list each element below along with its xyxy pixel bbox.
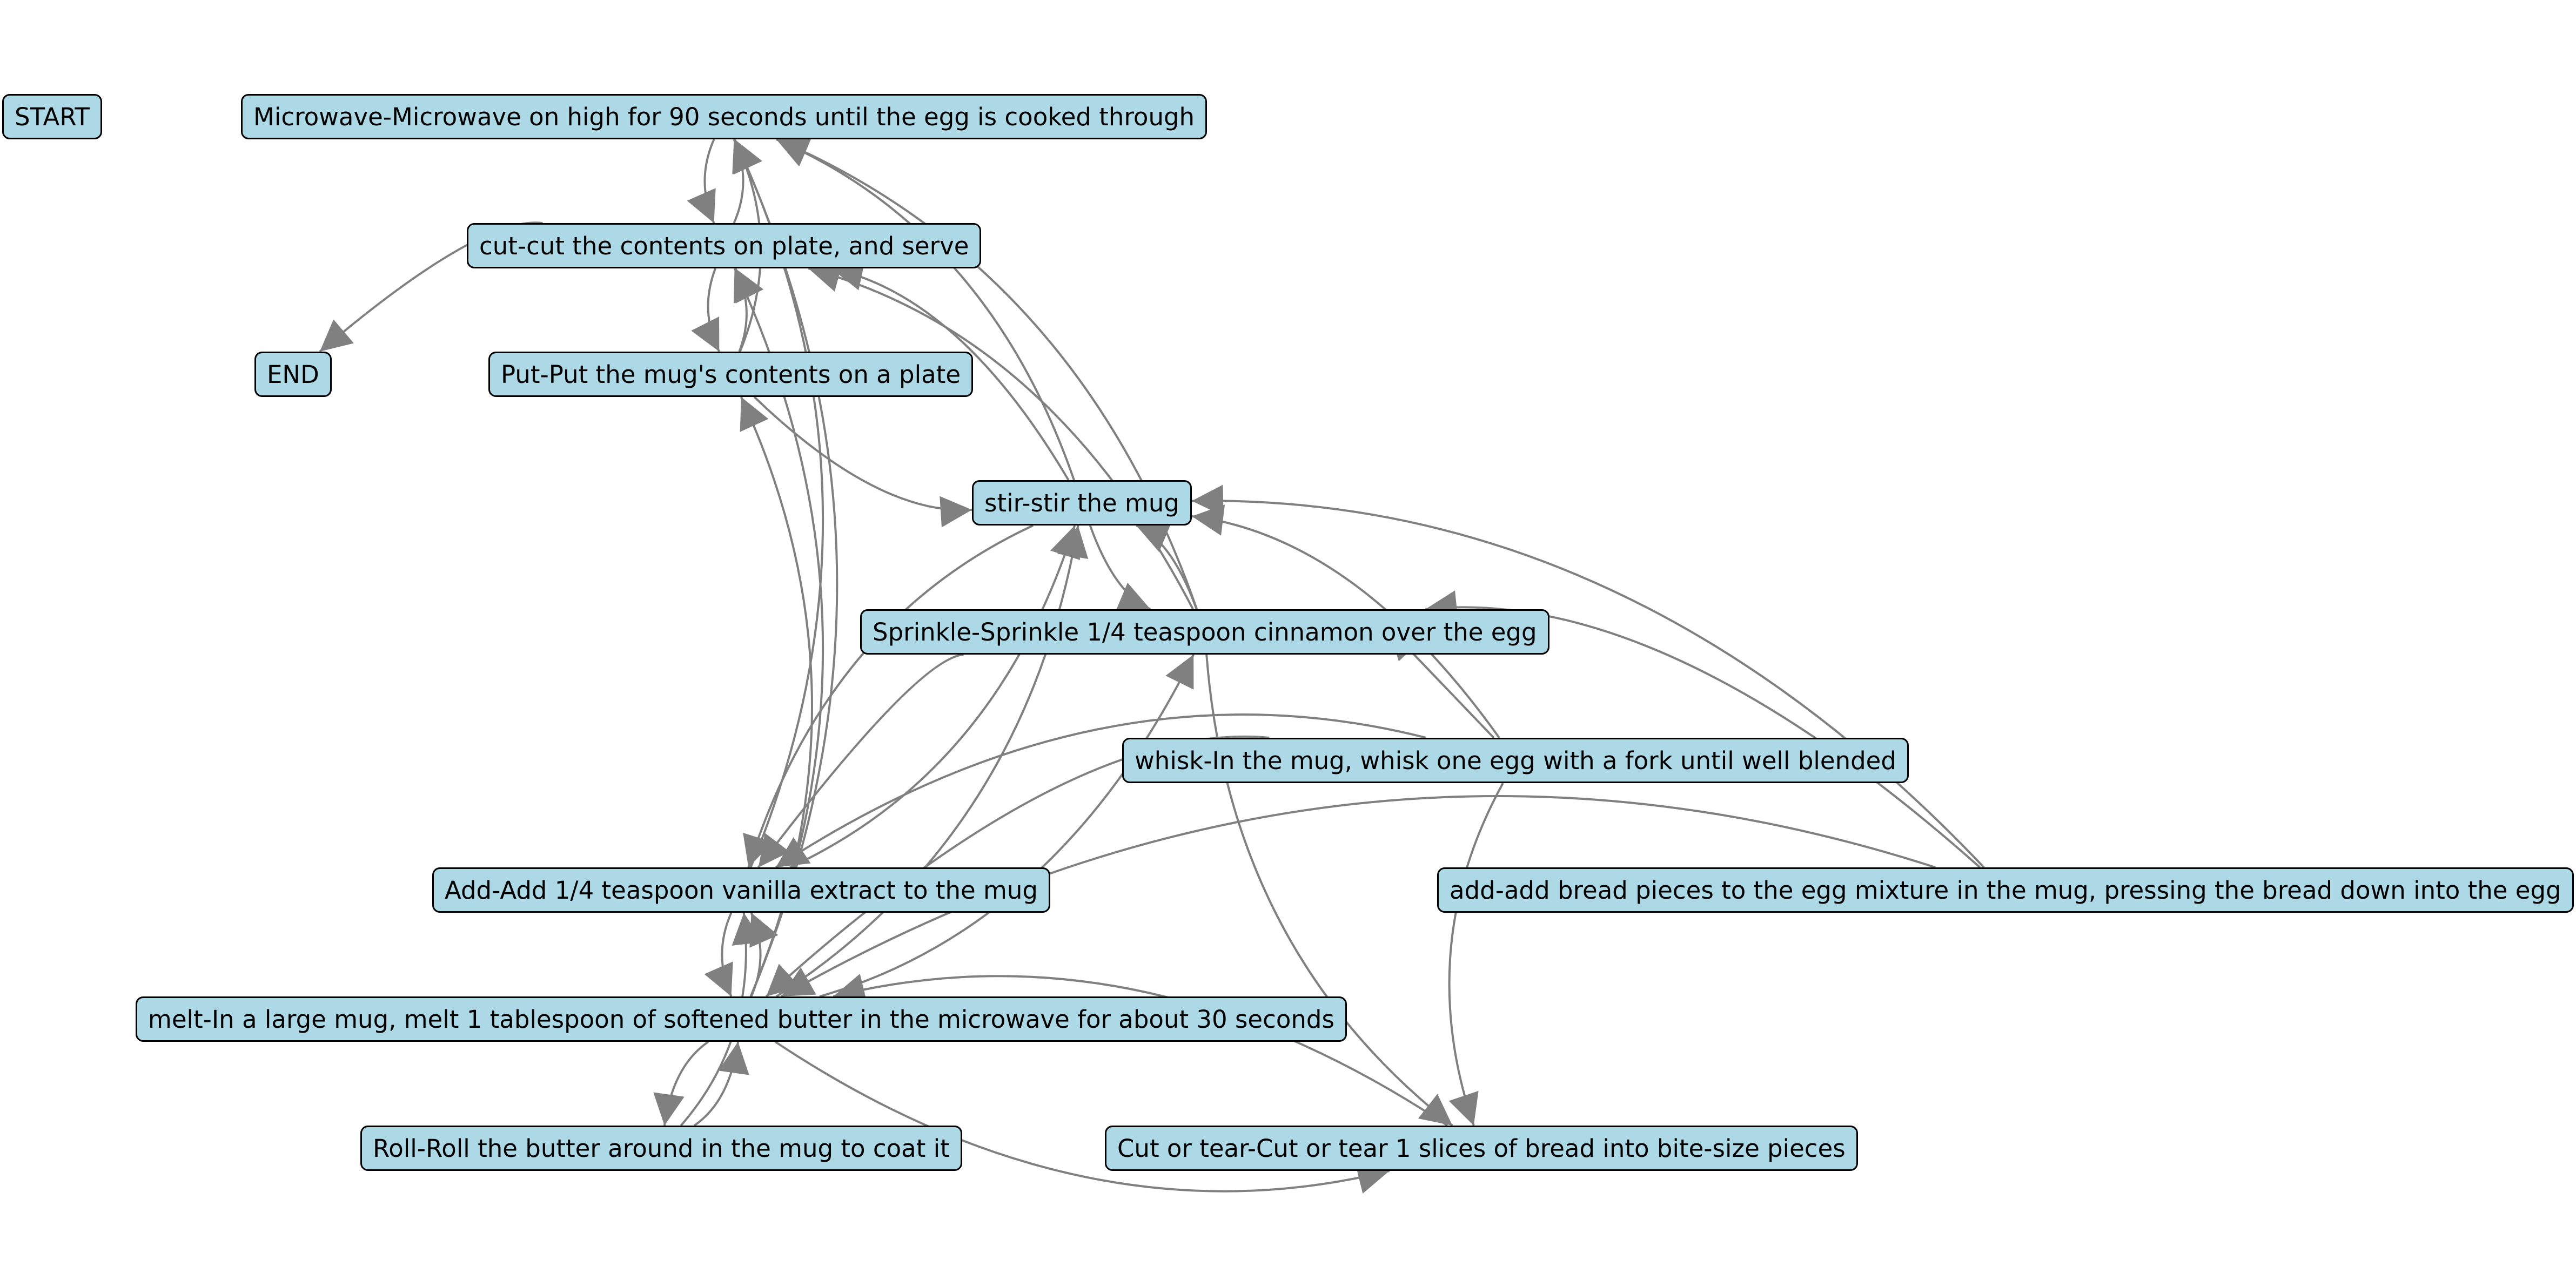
node-whisk-egg[interactable]: whisk-In the mug, whisk one egg with a f… [1122,738,1909,783]
edge-whisk-to-add_vanilla [775,713,1426,868]
edge-sprinkle-to-cut_tear [1205,654,1453,1127]
node-put-on-plate[interactable]: Put-Put the mug's contents on a plate [488,352,974,397]
edge-whisk-to-stir [1191,504,1500,739]
edge-cut-to-put [691,268,721,352]
node-stir[interactable]: stir-stir the mug [972,480,1192,526]
edge-stir-to-sprinkle [1089,525,1151,612]
node-microwave[interactable]: Microwave-Microwave on high for 90 secon… [241,94,1208,139]
node-end[interactable]: END [254,352,332,397]
edge-sprinkle-to-cut [808,261,1194,610]
edge-add_bread-to-sprinkle [1425,590,1981,868]
edge-melt-to-sprinkle [819,654,1195,998]
edge-whisk-to-cut_tear [1448,783,1504,1126]
node-sprinkle-cinnamon[interactable]: Sprinkle-Sprinkle 1/4 teaspoon cinnamon … [860,609,1549,655]
edge-cut_tear-to-melt [833,973,1448,1127]
edge-melt-to-cut_tear [774,1041,1390,1194]
edge-put-to-stir [753,396,972,528]
edge-melt-to-roll [653,1041,709,1126]
edge-microwave-to-cut [687,139,716,224]
edge-roll-to-melt [693,1041,749,1127]
edge-sprinkle-to-add_vanilla [757,654,964,868]
node-melt-butter[interactable]: melt-In a large mug, melt 1 tablespoon o… [136,996,1347,1042]
edge-cut-to-microwave [732,139,761,224]
node-add-vanilla[interactable]: Add-Add 1/4 teaspoon vanilla extract to … [432,867,1050,913]
edge-add_vanilla-to-stir [789,525,1081,868]
edge-sprinkle-to-stir [1136,523,1198,610]
edge-stir-to-cut [831,259,1070,481]
node-cut-serve[interactable]: cut-cut the contents on plate, and serve [467,223,982,268]
edge-stir-to-microwave [776,137,1075,481]
node-roll-butter[interactable]: Roll-Roll the butter around in the mug t… [360,1126,962,1171]
edge-add_vanilla-to-melt [704,912,733,997]
node-start[interactable]: START [2,94,102,139]
edge-stir-to-add_vanilla [743,524,1034,868]
node-cut-tear-bread[interactable]: Cut or tear-Cut or tear 1 slices of brea… [1105,1126,1858,1171]
node-add-bread[interactable]: add-add bread pieces to the egg mixture … [1437,867,2574,913]
